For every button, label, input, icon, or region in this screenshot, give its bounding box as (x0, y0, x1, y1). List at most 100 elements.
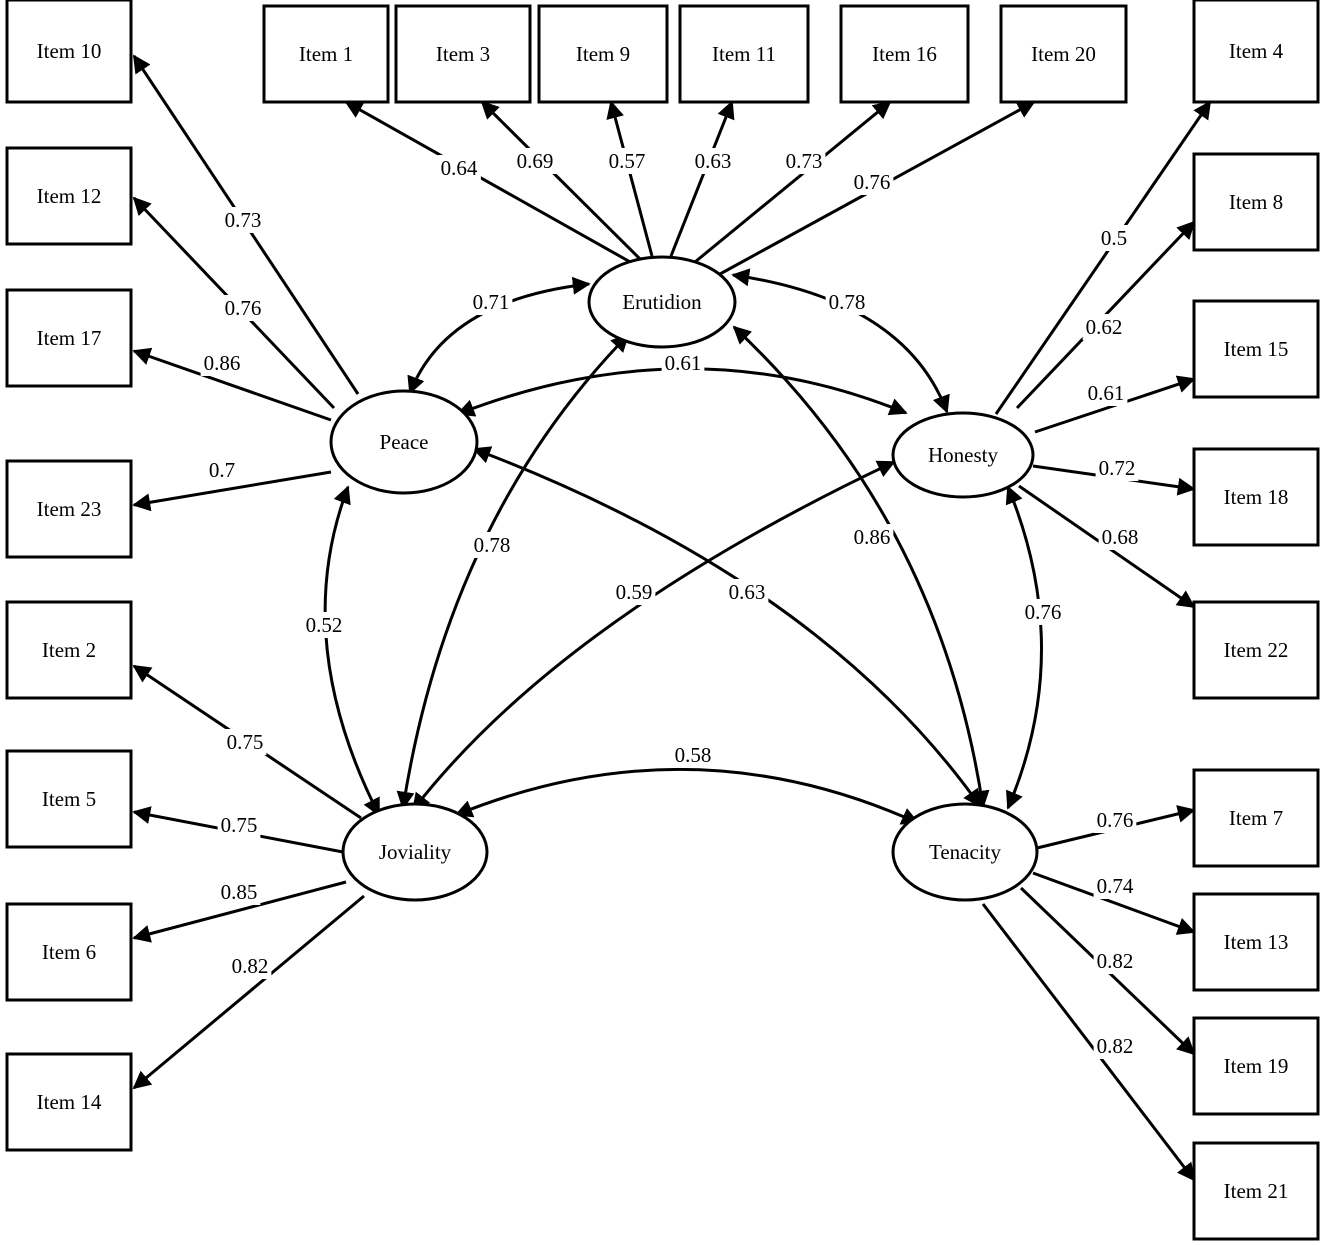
loading-label-item6-text: 0.85 (221, 880, 258, 904)
loading-label-item15-text: 0.61 (1088, 381, 1125, 405)
loading-label-item2-background (223, 729, 267, 755)
correlation-label-peace-tenacity-background (725, 579, 769, 605)
loading-label-item22-background (1098, 524, 1142, 550)
loading-label-item12-background (221, 295, 265, 321)
loading-label-item14-background (228, 953, 272, 979)
item17-box (5, 288, 133, 388)
item6-label: Item 6 (42, 940, 96, 964)
item2-label: Item 2 (42, 638, 96, 662)
correlation-label-joviality-tenacity-text: 0.58 (675, 743, 712, 767)
item22-label: Item 22 (1224, 638, 1289, 662)
loading-label-item1-text: 0.64 (441, 156, 478, 180)
loading-label-item4-text: 0.5 (1101, 226, 1127, 250)
item12-label: Item 12 (37, 184, 102, 208)
loading-label-item3-text: 0.69 (517, 149, 554, 173)
loading-label-item13: 0.74 (1093, 873, 1137, 899)
loading-label-item2-text: 0.75 (227, 730, 264, 754)
correlation-label-erutidion-honesty-background (825, 289, 869, 315)
observed-item23: Item 23 (5, 459, 133, 559)
correlation-label-erutidion-tenacity: 0.86 (850, 524, 894, 550)
loading-label-item11-background (691, 148, 735, 174)
loading-label-item21: 0.82 (1093, 1033, 1137, 1059)
correlation-arrow-honesty-tenacity (1005, 485, 1043, 810)
loading-label-item15: 0.61 (1084, 380, 1128, 406)
loading-label-item23: 0.7 (205, 457, 239, 483)
loading-label-item23-text: 0.7 (209, 458, 235, 482)
item6-box (5, 902, 133, 1002)
observed-item22: Item 22 (1192, 600, 1320, 700)
correlation-label-erutidion-joviality: 0.78 (470, 532, 514, 558)
item14-box (5, 1052, 133, 1152)
correlation-arrow-joviality-tenacity (454, 767, 920, 825)
correlation-arrow-peace-joviality (323, 485, 381, 817)
item2-box (5, 600, 133, 700)
correlation-label-peace-honesty-background (661, 350, 705, 376)
correlation-label-honesty-joviality-text: 0.59 (616, 580, 653, 604)
loading-label-item4-background (1097, 225, 1131, 251)
item12-box (5, 146, 133, 246)
loading-label-item9: 0.57 (605, 148, 649, 174)
item15-label: Item 15 (1224, 337, 1289, 361)
observed-item5: Item 5 (5, 749, 133, 849)
observed-item7: Item 7 (1192, 768, 1320, 868)
correlation-label-erutidion-honesty: 0.78 (825, 289, 869, 315)
loading-label-item23-background (205, 457, 239, 483)
loading-label-item7-text: 0.76 (1097, 808, 1134, 832)
loading-arrow-erutidion-item3 (480, 100, 642, 261)
item11-box (678, 4, 810, 104)
loading-arrow-honesty-item4 (994, 100, 1212, 415)
erutidion-ellipse (587, 255, 737, 349)
loading-label-item3-background (513, 148, 557, 174)
loading-label-item18: 0.72 (1095, 455, 1139, 481)
loading-label-item5-background (217, 812, 261, 838)
loading-arrow-peace-item17 (132, 347, 332, 422)
item8-box (1192, 152, 1320, 252)
observed-item10: Item 10 (5, 0, 133, 104)
observed-item19: Item 19 (1192, 1016, 1320, 1116)
loading-label-item22-text: 0.68 (1102, 525, 1139, 549)
peace-ellipse (329, 389, 479, 495)
correlation-label-peace-honesty-text: 0.61 (665, 351, 702, 375)
loading-label-item10-text: 0.73 (225, 208, 262, 232)
erutidion-label: Erutidion (622, 290, 702, 314)
loading-label-item18-background (1095, 455, 1139, 481)
item18-box (1192, 447, 1320, 547)
observed-item16: Item 16 (839, 4, 970, 104)
item16-label: Item 16 (872, 42, 937, 66)
item3-label: Item 3 (436, 42, 490, 66)
loading-label-item12-text: 0.76 (225, 296, 262, 320)
item19-label: Item 19 (1224, 1054, 1289, 1078)
correlation-label-peace-tenacity-text: 0.63 (729, 580, 766, 604)
item7-label: Item 7 (1229, 806, 1283, 830)
loading-arrow-joviality-item14 (132, 894, 365, 1090)
joviality-ellipse (341, 802, 489, 902)
observed-item9: Item 9 (537, 4, 669, 104)
correlation-label-erutidion-joviality-text: 0.78 (474, 533, 511, 557)
loading-arrow-erutidion-item9 (606, 100, 654, 257)
loading-label-item13-text: 0.74 (1097, 874, 1134, 898)
observed-item15: Item 15 (1192, 299, 1320, 399)
loading-label-item21-text: 0.82 (1097, 1034, 1134, 1058)
loading-label-item20-background (850, 169, 894, 195)
correlation-label-peace-joviality-background (302, 612, 346, 638)
item9-label: Item 9 (576, 42, 630, 66)
loading-label-item16-background (782, 148, 826, 174)
latent-tenacity: Tenacity (891, 802, 1039, 902)
item10-box (5, 0, 133, 104)
loading-label-item9-background (605, 148, 649, 174)
loading-label-item18-text: 0.72 (1099, 456, 1136, 480)
item7-box (1192, 768, 1320, 868)
item1-label: Item 1 (299, 42, 353, 66)
loading-label-item11-text: 0.63 (695, 149, 732, 173)
item15-box (1192, 299, 1320, 399)
correlation-label-peace-honesty: 0.61 (661, 350, 705, 376)
observed-item11: Item 11 (678, 4, 810, 104)
loading-label-item5-text: 0.75 (221, 813, 258, 837)
item4-box (1192, 0, 1320, 104)
correlation-label-erutidion-honesty-text: 0.78 (829, 290, 866, 314)
latent-honesty: Honesty (891, 411, 1035, 499)
correlation-label-peace-joviality-text: 0.52 (306, 613, 343, 637)
correlation-arrow-honesty-joviality (411, 460, 896, 812)
item11-label: Item 11 (712, 42, 776, 66)
observed-item3: Item 3 (394, 4, 532, 104)
